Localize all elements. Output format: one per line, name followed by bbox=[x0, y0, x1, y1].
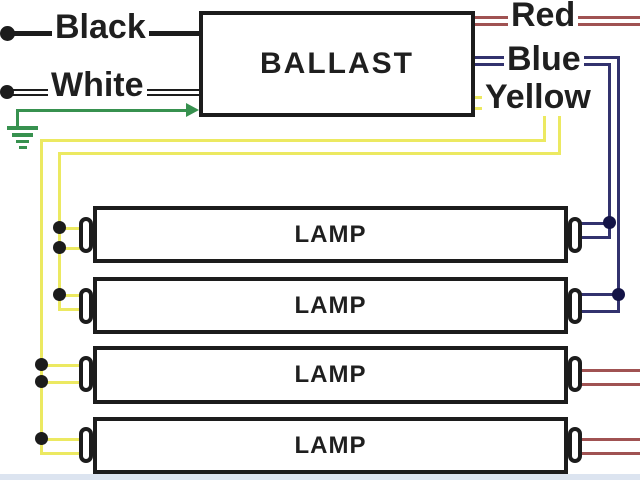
yellow-wire-segment bbox=[40, 139, 546, 142]
blue-wire-lamp1-stub bbox=[580, 236, 611, 239]
lamp-4-left-endcap bbox=[79, 427, 93, 463]
yellow-wire-lamp4-stub bbox=[40, 452, 82, 455]
yellow-junction-dot bbox=[35, 375, 48, 388]
blue-junction-dot bbox=[612, 288, 625, 301]
blue-wire-label: Blue bbox=[504, 41, 584, 78]
lamp-1-label: LAMP bbox=[294, 220, 367, 248]
red-wire-lamp4-pin bbox=[580, 452, 640, 455]
blue-wire-lamp2-stub bbox=[580, 310, 620, 313]
lamp-4-right-endcap bbox=[568, 427, 582, 463]
white-wire-terminal-dot bbox=[0, 85, 14, 99]
green-wire-arrowhead bbox=[186, 103, 199, 117]
yellow-wire-lamp1-stub bbox=[58, 227, 82, 230]
ballast-label: BALLAST bbox=[260, 47, 414, 80]
ballast-box: BALLAST bbox=[199, 11, 475, 117]
yellow-junction-dot bbox=[53, 221, 66, 234]
bottom-strip bbox=[0, 474, 640, 480]
yellow-wire-segment bbox=[558, 107, 561, 155]
yellow-wire-lamp2-stub bbox=[58, 308, 82, 311]
white-wire-label: White bbox=[48, 67, 147, 104]
blue-wire-segment bbox=[617, 56, 620, 313]
yellow-wire-lamp3-stub bbox=[40, 381, 82, 384]
green-wire-segment bbox=[16, 109, 19, 128]
yellow-junction-dot bbox=[35, 432, 48, 445]
yellow-junction-dot bbox=[53, 288, 66, 301]
yellow-wire-label: Yellow bbox=[482, 79, 594, 116]
yellow-wire-lamp2-stub bbox=[58, 294, 82, 297]
blue-wire-lamp1-stub bbox=[580, 222, 611, 225]
lamp-2-label: LAMP bbox=[294, 291, 367, 319]
red-wire-lamp3-pin bbox=[580, 369, 640, 372]
yellow-junction-dot bbox=[53, 241, 66, 254]
yellow-wire-lamp4-stub bbox=[40, 438, 82, 441]
blue-junction-dot bbox=[603, 216, 616, 229]
black-wire-terminal-dot bbox=[0, 26, 15, 41]
lamp-4-box: LAMP bbox=[93, 417, 568, 474]
lamp-1-left-endcap bbox=[79, 217, 93, 253]
lamp-1-right-endcap bbox=[568, 217, 582, 253]
yellow-wire-segment bbox=[40, 139, 43, 455]
black-wire-label: Black bbox=[52, 9, 149, 46]
yellow-wire-lamp3-stub bbox=[40, 364, 82, 367]
yellow-junction-dot bbox=[35, 358, 48, 371]
red-wire-label: Red bbox=[508, 0, 579, 34]
yellow-wire-segment bbox=[58, 152, 561, 155]
lamp-2-left-endcap bbox=[79, 288, 93, 324]
red-wire-lamp3-pin bbox=[580, 383, 640, 386]
lamp-3-box: LAMP bbox=[93, 346, 568, 404]
lamp-2-right-endcap bbox=[568, 288, 582, 324]
lamp-1-box: LAMP bbox=[93, 206, 568, 263]
green-wire-segment bbox=[18, 109, 188, 112]
red-wire-lamp4-pin bbox=[580, 438, 640, 441]
blue-wire-segment bbox=[608, 63, 611, 239]
lamp-4-label: LAMP bbox=[294, 431, 367, 459]
lamp-3-label: LAMP bbox=[294, 361, 367, 388]
yellow-wire-segment bbox=[543, 96, 546, 142]
lamp-2-box: LAMP bbox=[93, 277, 568, 334]
lamp-3-right-endcap bbox=[568, 356, 582, 392]
lamp-3-left-endcap bbox=[79, 356, 93, 392]
blue-wire-lamp2-stub bbox=[580, 293, 620, 296]
yellow-wire-lamp1-stub bbox=[58, 247, 82, 250]
